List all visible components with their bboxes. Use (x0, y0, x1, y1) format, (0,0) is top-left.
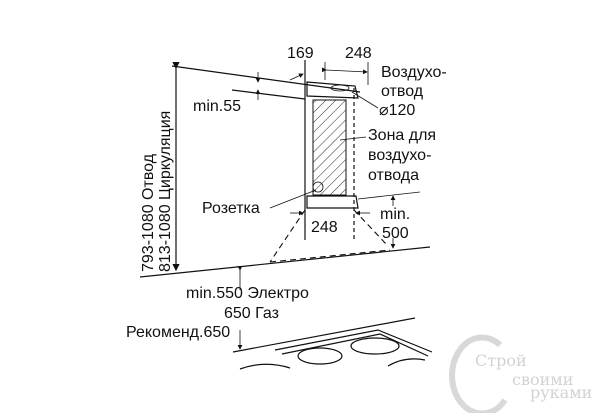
dim-248-top-label: 248 (345, 45, 372, 62)
zone-leader (339, 136, 367, 141)
zone-label-3: отвода (368, 167, 419, 184)
dim-248-top (321, 67, 368, 75)
duct-leader (351, 91, 379, 109)
min500-ref-line (357, 191, 421, 200)
zone-label-1: Зона для (368, 127, 436, 144)
duct-outlet (330, 84, 350, 92)
ceiling-line (171, 65, 361, 93)
height-recirc-label: 813-1080 Циркуляция (157, 111, 174, 272)
min500-value: 500 (382, 225, 409, 242)
hood-bottom-line (139, 246, 431, 278)
cooktop (239, 329, 433, 370)
duct-diameter-label: ⌀120 (379, 102, 415, 119)
watermark-line3: руками (530, 383, 592, 402)
zone-label-2: воздухо- (368, 147, 431, 164)
socket-symbol (312, 181, 324, 193)
watermark-line2: своими (512, 370, 573, 389)
hood-canopy-outline (269, 209, 391, 263)
min500-label: min. (380, 206, 410, 223)
dim-169-arrow (289, 73, 304, 81)
min55-label: min.55 (193, 98, 241, 115)
exhaust-label-2: отвод (381, 83, 424, 100)
exhaust-label-1: Воздухо- (381, 64, 447, 81)
watermark-brand: Строй (475, 351, 527, 370)
height-exhaust-label: 793-1080 Отвод (140, 153, 157, 272)
dim-169-label: 169 (287, 45, 314, 62)
exhaust-zone-hatch (312, 99, 347, 196)
socket-leader (269, 189, 317, 209)
socket-label: Розетка (202, 200, 260, 217)
dim-248-bottom-label: 248 (311, 219, 338, 236)
gas-label: 650 Газ (224, 305, 279, 322)
chimney (304, 60, 359, 240)
min55-reference-line (231, 89, 306, 100)
min-electric-label: min.550 Электро (186, 285, 309, 302)
cooktop-line (232, 317, 416, 353)
watermark-logo: Строй своими руками (449, 334, 592, 413)
recommended-label: Рекоменд.650 (126, 324, 230, 341)
bottom-bracket (306, 195, 359, 209)
